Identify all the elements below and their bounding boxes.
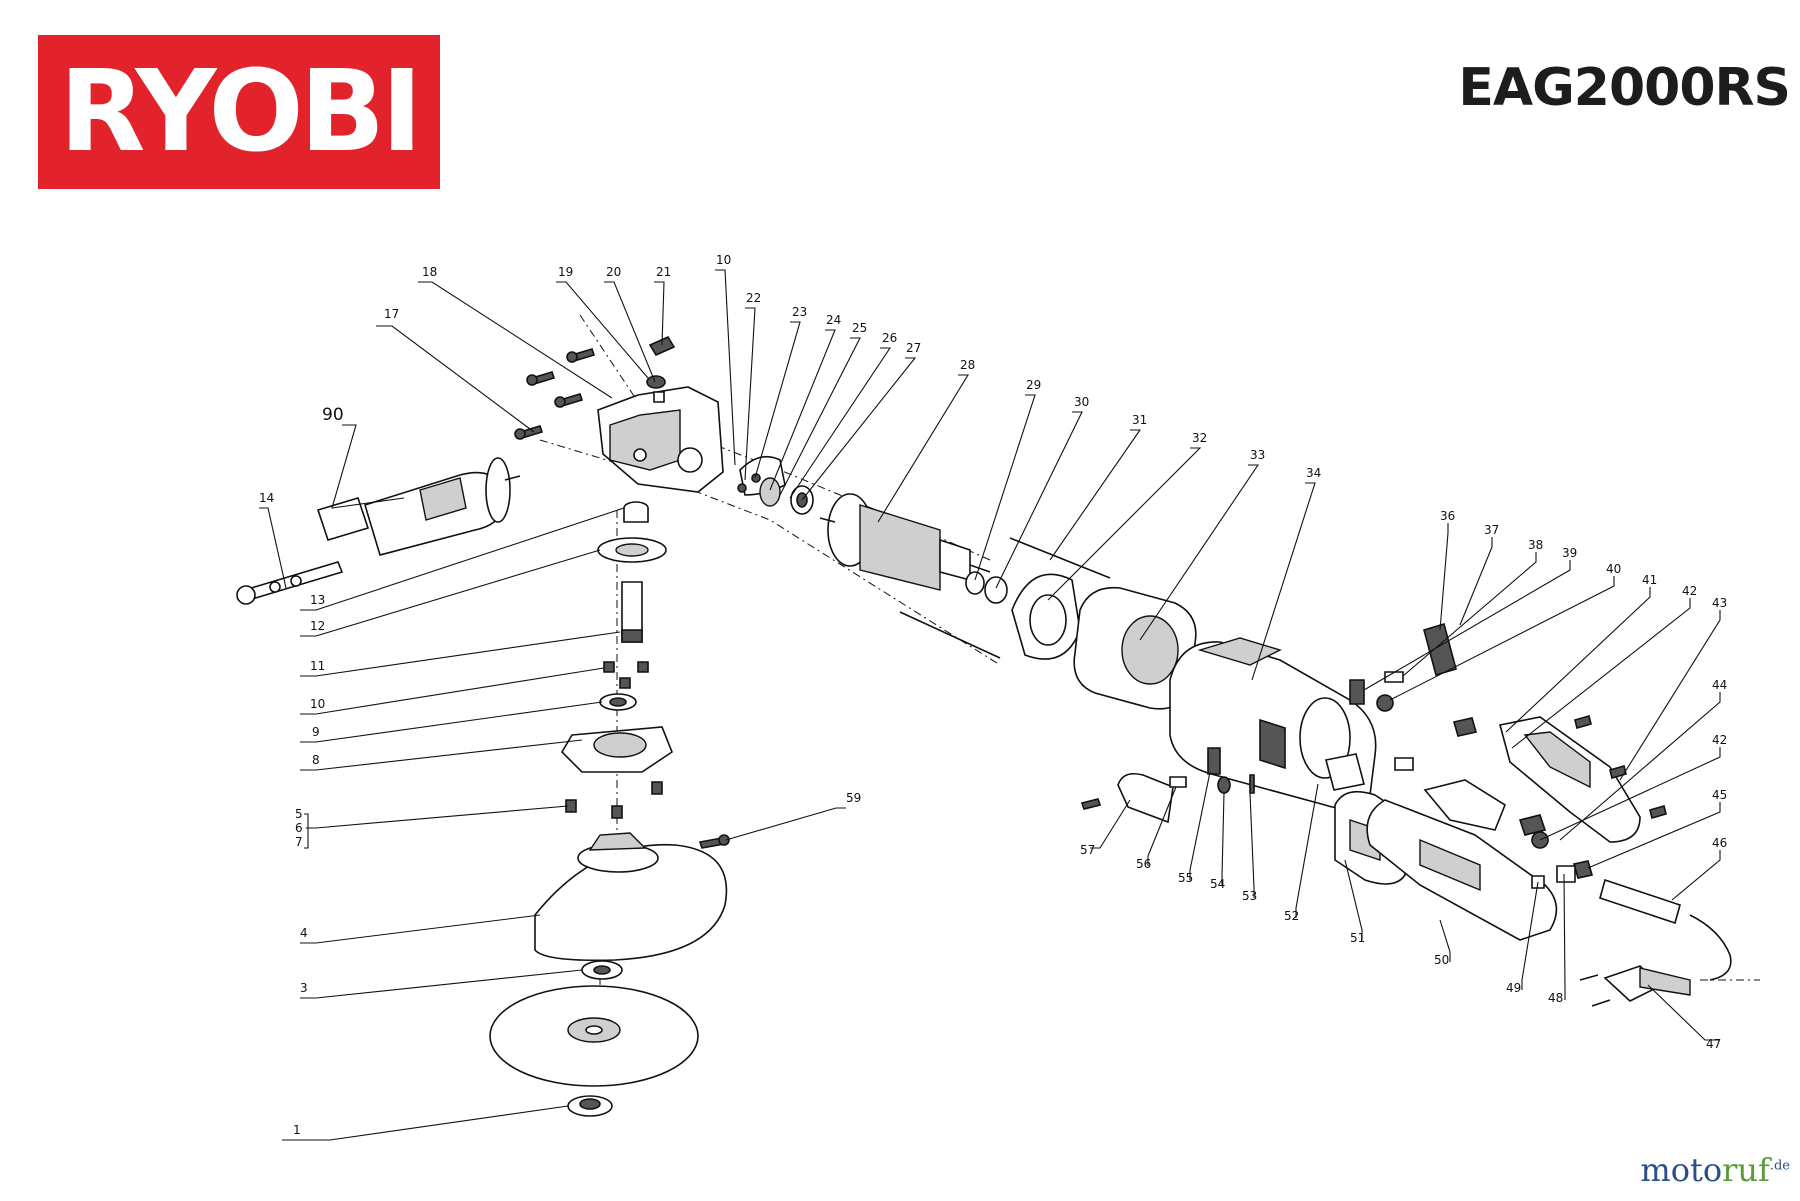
callout-41: 41 [1642, 573, 1657, 587]
callout-42-lower: 42 [1712, 733, 1727, 747]
callout-42-top: 42 [1682, 584, 1697, 598]
callout-1: 1 [293, 1123, 301, 1137]
callout-43: 43 [1712, 596, 1727, 610]
spindle-flange-stack [560, 501, 673, 819]
callout-11: 11 [310, 659, 325, 673]
callout-25: 25 [852, 321, 867, 335]
callout-54: 54 [1210, 877, 1225, 891]
callout-31: 31 [1132, 413, 1147, 427]
callout-90: 90 [322, 405, 344, 425]
callout-38: 38 [1528, 538, 1543, 552]
callout-26: 26 [882, 331, 897, 345]
watermark-tld: .de [1769, 1158, 1790, 1174]
brush-springs-and-caps [1080, 747, 1255, 824]
callout-22: 22 [746, 291, 761, 305]
gear-housing [597, 386, 724, 493]
callout-13: 13 [310, 593, 325, 607]
model-title: EAG2000RS [1458, 58, 1791, 118]
callout-49: 49 [1506, 981, 1521, 995]
callout-24: 24 [826, 313, 841, 327]
watermark-part-1: moto [1640, 1151, 1723, 1189]
inner-flange [581, 960, 623, 980]
spanner-wrench [236, 561, 344, 605]
callout-47: 47 [1706, 1037, 1721, 1051]
assembly-axis-left [539, 439, 1001, 666]
switch-lever-bracket [1499, 716, 1641, 843]
callout-17: 17 [384, 307, 399, 321]
callout-34: 34 [1306, 466, 1321, 480]
wheel-guard [534, 832, 728, 962]
callout-10: 10 [310, 697, 325, 711]
callout-19: 19 [558, 265, 573, 279]
grinding-disc [489, 985, 699, 1087]
callout-29: 29 [1026, 378, 1041, 392]
callout-14: 14 [259, 491, 274, 505]
housing-screws [514, 348, 596, 440]
callout-20: 20 [606, 265, 621, 279]
callout-52: 52 [1284, 909, 1299, 923]
callout-55: 55 [1178, 871, 1193, 885]
callout-21: 21 [656, 265, 671, 279]
callout-23: 23 [792, 305, 807, 319]
callout-40: 40 [1606, 562, 1621, 576]
callout-33: 33 [1250, 448, 1265, 462]
callout-18: 18 [422, 265, 437, 279]
callout-39: 39 [1562, 546, 1577, 560]
switch-assembly [1423, 779, 1549, 849]
callout-57: 57 [1080, 843, 1095, 857]
guard-screw [698, 834, 730, 849]
small-fasteners-right [1531, 715, 1667, 889]
bevel-gear-and-bearings [737, 455, 814, 515]
fan-baffle [1011, 573, 1081, 660]
callout-3: 3 [300, 981, 308, 995]
callout-51: 51 [1350, 931, 1365, 945]
callout-10-top: 10 [716, 253, 731, 267]
callout-46: 46 [1712, 836, 1727, 850]
callout-5: 5 [295, 807, 303, 821]
bracket-5-7 [304, 813, 309, 849]
brush-holder-parts [1349, 622, 1478, 771]
callout-56: 56 [1136, 857, 1151, 871]
motoruf-watermark: motoruf.de [1640, 1151, 1790, 1189]
callout-48: 48 [1548, 991, 1563, 1005]
outer-lock-nut [567, 1095, 613, 1117]
callout-37: 37 [1484, 523, 1499, 537]
callout-30: 30 [1074, 395, 1089, 409]
callout-45: 45 [1712, 788, 1727, 802]
rear-handle [1366, 799, 1558, 941]
callout-53: 53 [1242, 889, 1257, 903]
callout-28: 28 [960, 358, 975, 372]
callout-44: 44 [1712, 678, 1727, 692]
callout-12: 12 [310, 619, 325, 633]
power-plug [1579, 965, 1691, 1007]
armature-rotor [819, 493, 991, 591]
long-through-screws [899, 537, 1111, 659]
callout-9: 9 [312, 725, 320, 739]
callout-32: 32 [1192, 431, 1207, 445]
callout-8: 8 [312, 753, 320, 767]
side-handle [316, 457, 521, 556]
callout-36: 36 [1440, 509, 1455, 523]
cord-guard [1599, 878, 1732, 981]
callout-59: 59 [846, 791, 861, 805]
callout-labels: 18 19 20 21 10 22 23 24 25 26 27 28 29 3… [259, 253, 1727, 1137]
callout-leader-lines [259, 269, 1721, 1141]
field-stator [1073, 586, 1197, 710]
callout-7: 7 [295, 835, 303, 849]
rear-bearing [965, 571, 1008, 604]
ryobi-logo: RYOBI [38, 35, 440, 189]
callout-4: 4 [300, 926, 308, 940]
callout-50: 50 [1434, 953, 1449, 967]
spindle-lock-button [646, 335, 676, 403]
watermark-part-2: ruf [1722, 1151, 1770, 1189]
ryobi-logo-text: RYOBI [59, 47, 422, 177]
callout-6: 6 [295, 821, 303, 835]
callout-27: 27 [906, 341, 921, 355]
